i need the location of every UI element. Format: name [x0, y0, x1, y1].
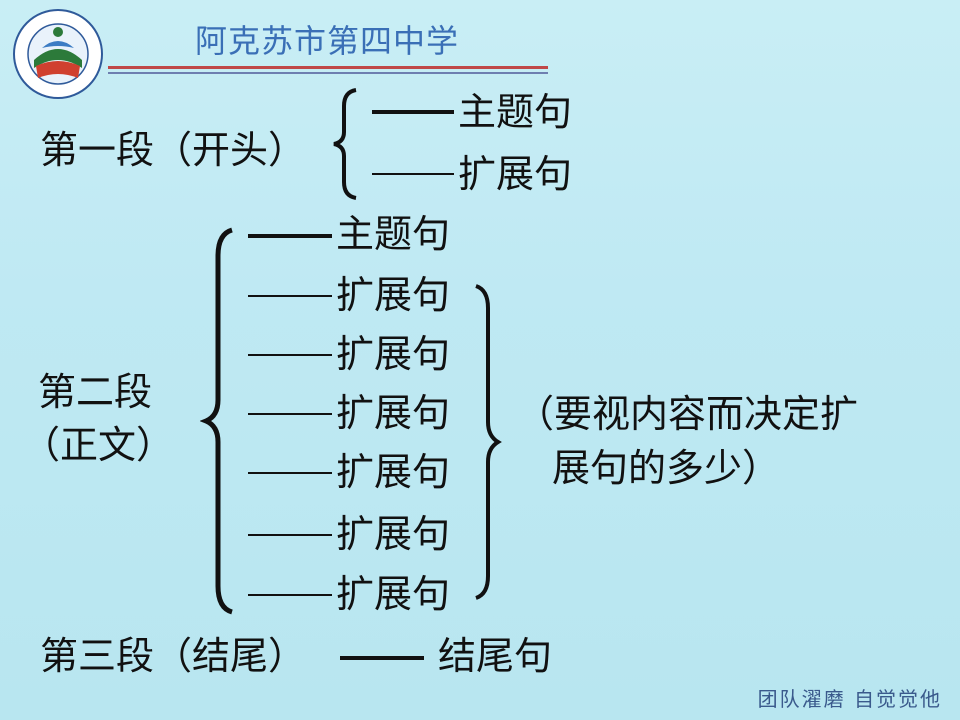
- section2-label-line2: （正文）: [22, 423, 175, 467]
- section2-item-3: 扩展句: [336, 332, 451, 376]
- header-divider: [108, 66, 548, 78]
- section1-dash-2: [372, 173, 454, 175]
- section2-item-1: 主题句: [336, 212, 451, 256]
- section3-item: 结尾句: [438, 634, 553, 678]
- section2-dash-4: [248, 413, 332, 415]
- section2-left-brace: [200, 227, 233, 615]
- section2-note-line1: （要视内容而决定扩: [516, 392, 859, 436]
- section2-dash-2: [248, 295, 332, 297]
- section2-dash-3: [248, 354, 332, 356]
- section2-dash-5: [248, 472, 332, 474]
- section2-label-line1: 第二段: [38, 370, 153, 414]
- section2-dash-1: [248, 234, 332, 238]
- section2-item-5: 扩展句: [336, 450, 451, 494]
- section1-brace: [333, 88, 357, 200]
- section2-item-6: 扩展句: [336, 512, 451, 556]
- section2-right-brace: [475, 284, 502, 600]
- section1-item-1: 主题句: [458, 90, 573, 134]
- section2-item-7: 扩展句: [336, 572, 451, 616]
- section1-item-2: 扩展句: [458, 152, 573, 196]
- section2-item-2: 扩展句: [336, 273, 451, 317]
- section2-note-line2: 展句的多少）: [552, 446, 781, 490]
- section2-dash-6: [248, 534, 332, 536]
- section3-dash: [340, 656, 424, 660]
- section2-dash-7: [248, 594, 332, 596]
- school-name: 阿克苏市第四中学: [195, 22, 460, 60]
- section3-label: 第三段（结尾）: [40, 634, 307, 678]
- school-logo: [12, 8, 104, 100]
- section1-label: 第一段（开头）: [40, 128, 307, 172]
- section2-item-4: 扩展句: [336, 391, 451, 435]
- footer-slogan: 团队濯磨 自觉觉他: [757, 687, 942, 711]
- section1-dash-1: [372, 110, 454, 114]
